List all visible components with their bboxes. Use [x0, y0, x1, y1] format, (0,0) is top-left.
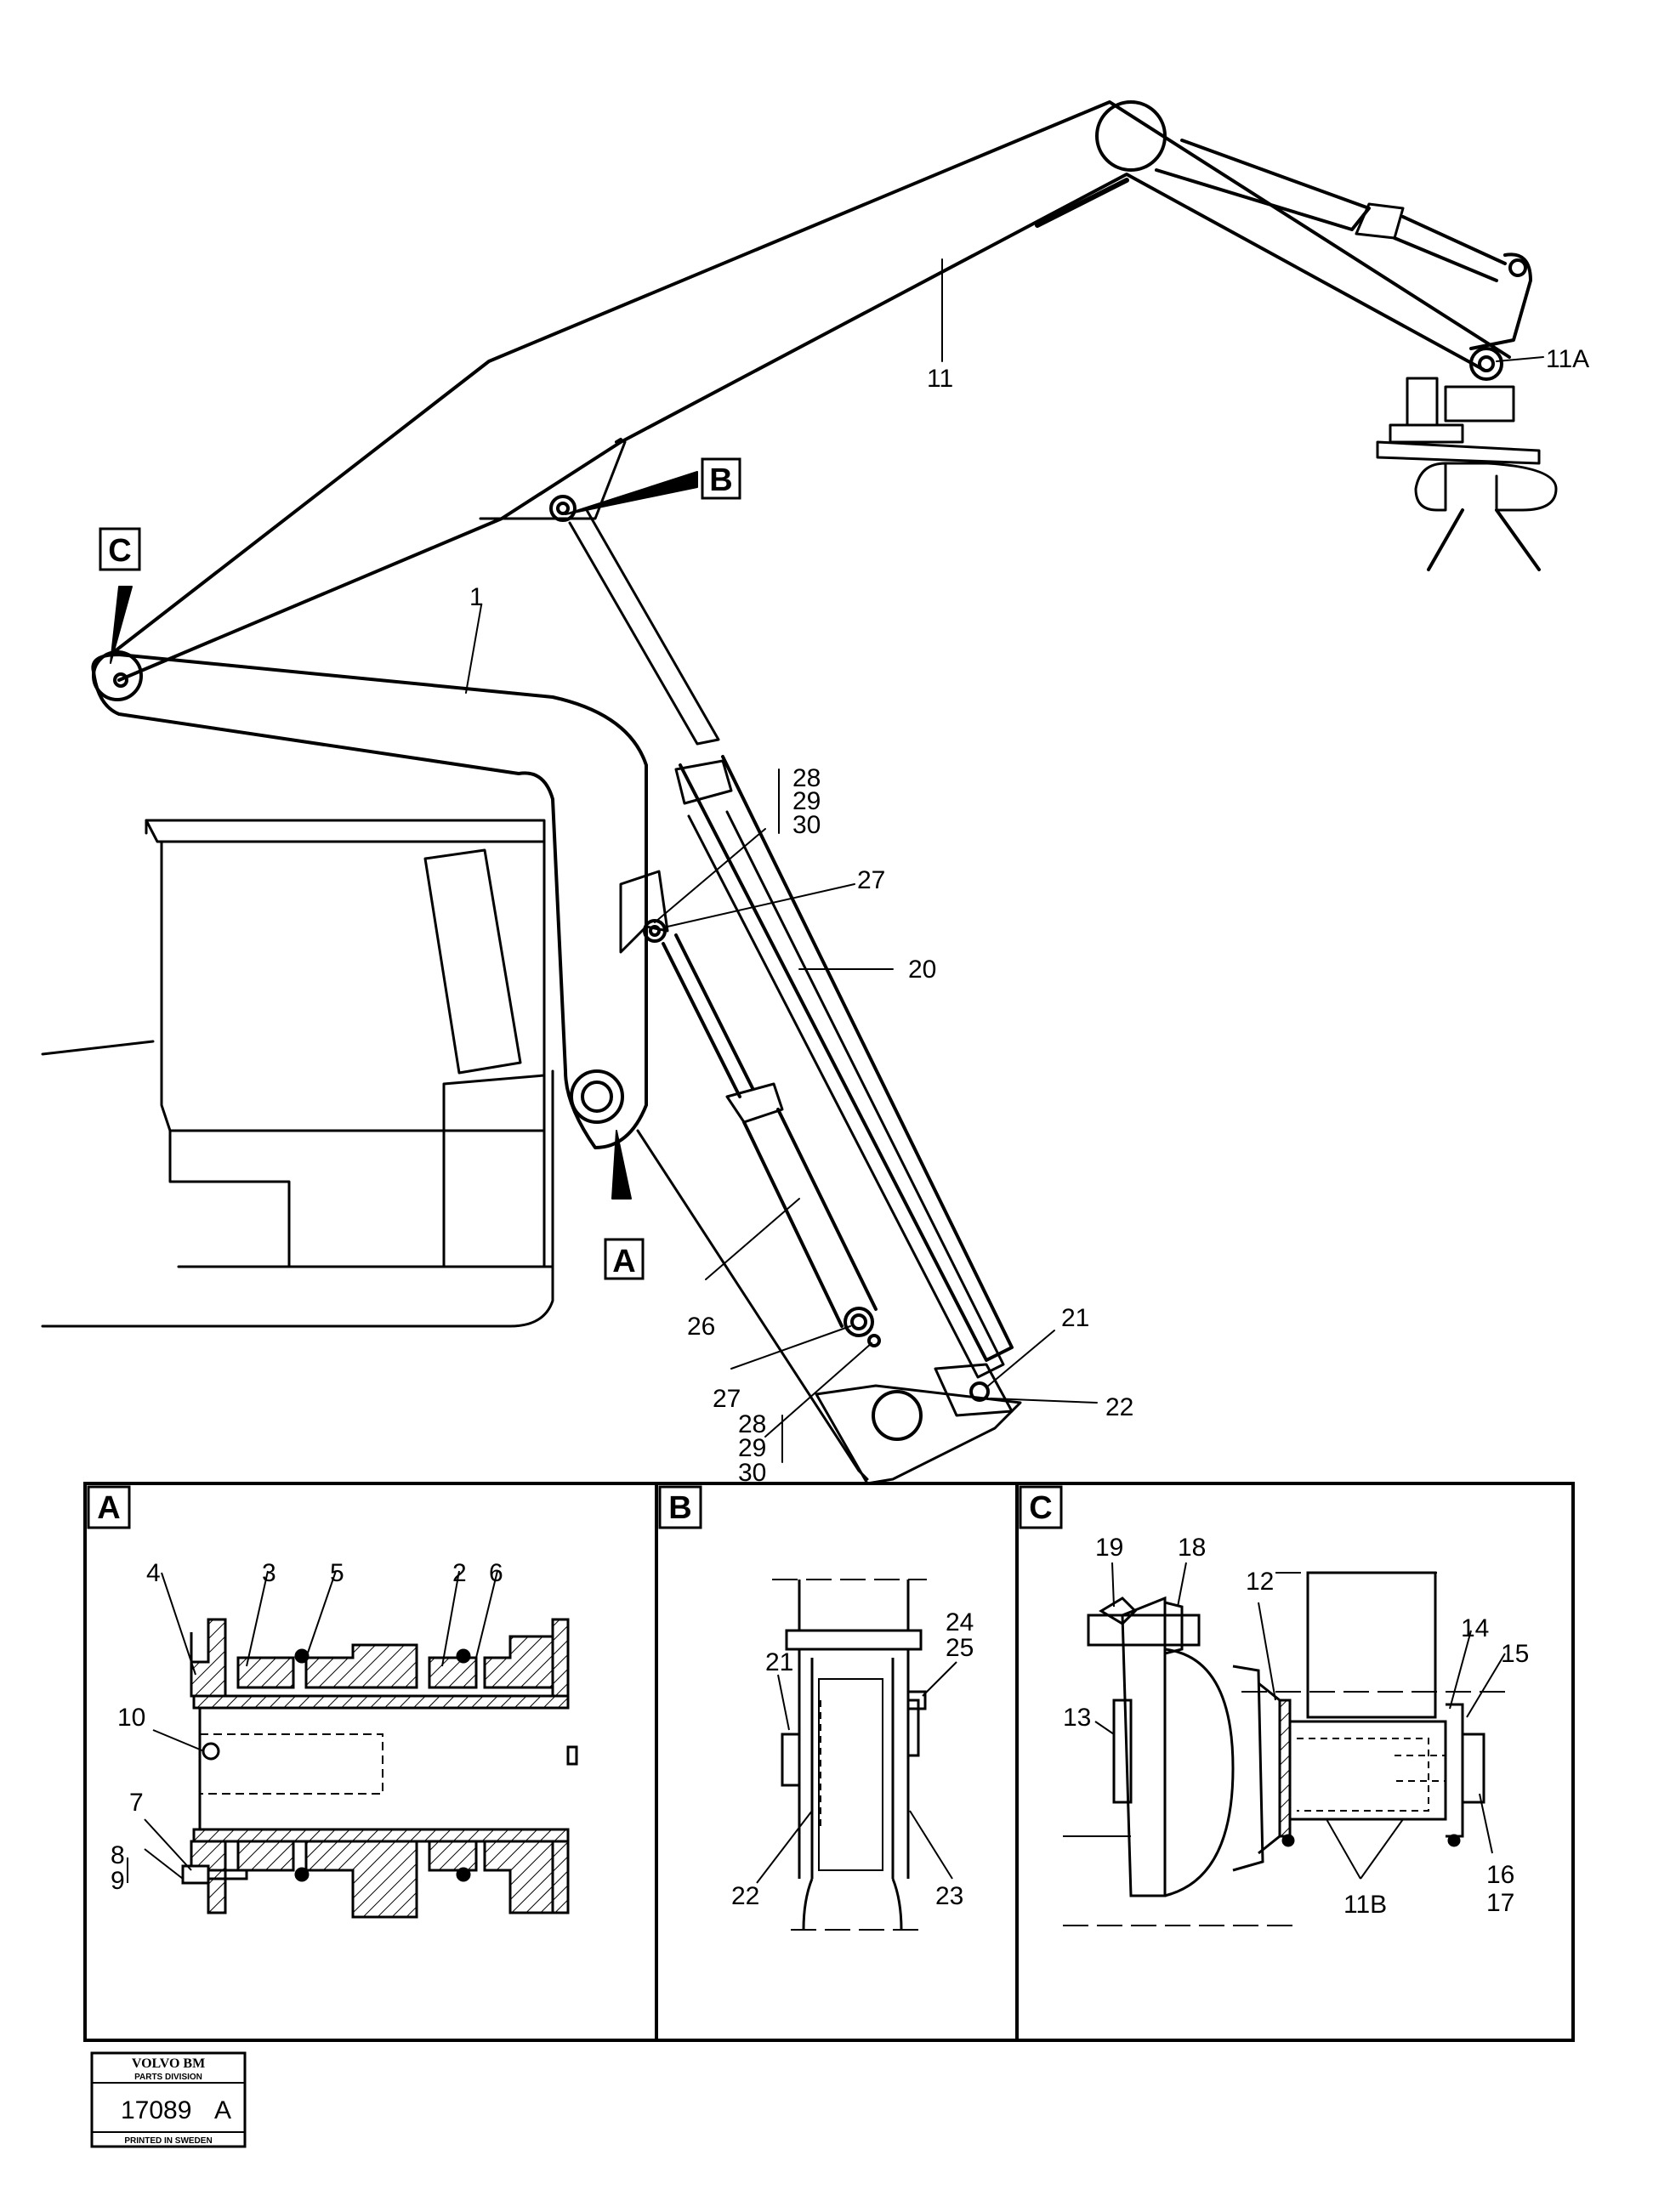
callout-18: 18	[1178, 1534, 1206, 1562]
stamp-printed: PRINTED IN SWEDEN	[124, 2136, 212, 2146]
detail-b: B 21 24 25 22 23	[658, 1485, 974, 1931]
main-assembly	[41, 100, 1558, 1485]
callout-20: 20	[908, 956, 936, 984]
detail-a: A	[87, 1485, 578, 1919]
callout-7: 7	[129, 1789, 144, 1817]
detail-pointers	[110, 471, 698, 1200]
callout-27a: 27	[857, 866, 885, 894]
callout-2: 2	[452, 1559, 467, 1587]
callout-10: 10	[117, 1704, 145, 1732]
callout-16: 16	[1486, 1861, 1514, 1889]
callout-27b: 27	[713, 1385, 741, 1413]
callout-b-24: 24	[946, 1608, 974, 1636]
callout-29a: 29	[792, 787, 821, 815]
callout-26: 26	[687, 1313, 715, 1341]
callout-28b: 28	[738, 1410, 766, 1438]
callout-28a: 28	[792, 764, 821, 792]
stamp-brand: VOLVO BM	[132, 2056, 205, 2071]
base-bracket	[815, 1384, 1022, 1485]
callout-6: 6	[489, 1559, 503, 1587]
callout-8: 8	[111, 1841, 125, 1869]
stamp-division: PARTS DIVISION	[134, 2073, 202, 2082]
stamp-number: 17089	[121, 2096, 191, 2124]
callout-9: 9	[111, 1867, 125, 1895]
callout-3: 3	[262, 1559, 276, 1587]
detail-c-label: C	[1029, 1490, 1052, 1526]
main-boom	[92, 100, 1511, 701]
callout-1: 1	[469, 583, 484, 611]
callout-b-25: 25	[946, 1634, 974, 1662]
callout-21: 21	[1061, 1304, 1089, 1332]
detail-panels	[83, 1482, 1575, 2042]
callout-b-23: 23	[935, 1882, 963, 1910]
detail-tag-a: A	[604, 1238, 645, 1280]
crane-column	[91, 653, 869, 1481]
svg-text:C: C	[108, 533, 131, 569]
callout-4: 4	[146, 1559, 161, 1587]
main-callouts: 1 11 11A 28 29 30 27 20 26 21 22 27 28 2…	[469, 345, 1589, 1487]
callout-14: 14	[1461, 1614, 1489, 1642]
leader-lines	[465, 258, 1544, 1463]
callout-11B: 11B	[1343, 1891, 1387, 1919]
detail-tag-c: C	[99, 527, 141, 571]
svg-text:B: B	[709, 462, 732, 498]
callout-29b: 29	[738, 1434, 766, 1462]
callout-11: 11	[927, 365, 953, 393]
stamp-suffix: A	[214, 2096, 231, 2124]
callout-15: 15	[1501, 1640, 1529, 1668]
callout-19: 19	[1095, 1534, 1123, 1562]
callout-b-21: 21	[765, 1648, 793, 1676]
callout-17: 17	[1486, 1889, 1514, 1917]
parts-stamp: VOLVO BM PARTS DIVISION 17089 A PRINTED …	[90, 2051, 247, 2148]
cab	[41, 819, 554, 1328]
detail-tag-b: B	[701, 457, 741, 500]
callout-30a: 30	[792, 811, 821, 839]
callout-5: 5	[330, 1559, 344, 1587]
callout-11A: 11A	[1546, 345, 1589, 373]
callout-b-22: 22	[731, 1882, 759, 1910]
detail-a-label: A	[97, 1490, 120, 1526]
upper-cylinder	[1155, 139, 1532, 350]
tilt-cylinder	[619, 870, 881, 1347]
callout-13: 13	[1063, 1704, 1091, 1732]
lift-cylinder	[549, 495, 1014, 1417]
callout-22: 22	[1105, 1393, 1133, 1421]
boom-tip-rotator	[1376, 347, 1558, 571]
callout-12: 12	[1246, 1568, 1274, 1596]
svg-text:A: A	[612, 1244, 635, 1279]
detail-b-label: B	[668, 1490, 691, 1526]
detail-c: C	[1019, 1485, 1529, 1926]
